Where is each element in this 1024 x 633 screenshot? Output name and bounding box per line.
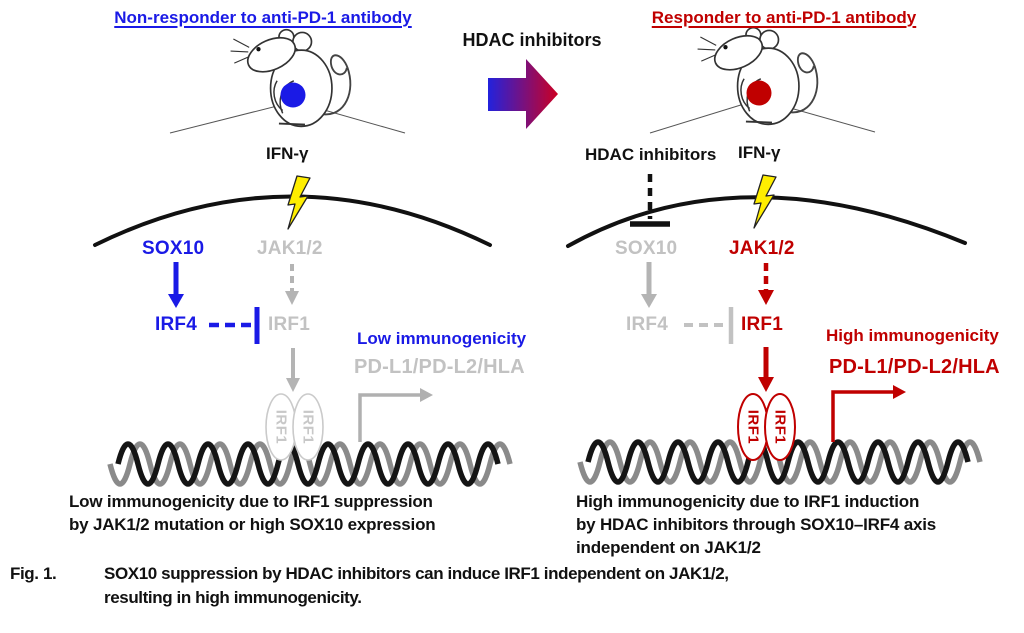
target-genes-label-right: PD-L1/PD-L2/HLA — [829, 356, 1000, 378]
panel-caption-right: High immunogenicity due to IRF1 inductio… — [576, 490, 936, 559]
hdac-treatment-arrow-icon — [488, 59, 558, 129]
irf1-dimer-right: IRF1 IRF1 — [737, 393, 796, 461]
immunogenicity-label-left: Low immunogenicity — [357, 329, 527, 348]
cell-membrane-right — [566, 195, 967, 248]
hdac-inhibitors-label-right: HDAC inhibitors — [585, 145, 717, 164]
mouse-icon-right — [696, 26, 819, 126]
irf4-inhibits-irf1-tbar-right — [684, 307, 734, 344]
left-panel-title: Non-responder to anti-PD-1 antibody — [114, 8, 412, 27]
jak-label-left: JAK1/2 — [257, 238, 323, 259]
irf4-label-right: IRF4 — [626, 314, 668, 335]
target-genes-label-left: PD-L1/PD-L2/HLA — [354, 356, 525, 378]
lightning-bolt-icon-right — [753, 174, 777, 229]
sox10-label-right: SOX10 — [615, 238, 678, 259]
panel-caption-left-line2: by JAK1/2 mutation or high SOX10 express… — [69, 515, 436, 534]
sox10-to-irf4-arrow-left — [168, 262, 184, 308]
transcription-arrow-right — [831, 385, 906, 442]
panel-caption-right-line1: High immunogenicity due to IRF1 inductio… — [576, 492, 920, 511]
sox10-label-left: SOX10 — [142, 238, 205, 259]
dna-helix-left — [107, 441, 513, 487]
irf1-oval-label: IRF1 — [300, 410, 317, 445]
jak-to-irf1-arrow-left — [285, 264, 299, 305]
ifn-gamma-label-right: IFN-γ — [738, 143, 781, 162]
dna-helix-right — [577, 439, 983, 485]
irf1-dimer-left: IRF1 IRF1 — [265, 393, 324, 461]
sox10-to-irf4-arrow-right — [641, 262, 657, 308]
irf1-oval-label: IRF1 — [745, 410, 762, 445]
irf1-label-left: IRF1 — [268, 314, 310, 335]
irf1-label-right: IRF1 — [741, 314, 783, 335]
panel-caption-right-line2: by HDAC inhibitors through SOX10–IRF4 ax… — [576, 515, 936, 534]
figure-number-label: Fig. 1. — [10, 564, 57, 583]
irf4-inhibits-irf1-tbar-left — [209, 307, 260, 344]
transcription-arrow-left — [358, 388, 433, 442]
panel-caption-left: Low immunogenicity due to IRF1 suppressi… — [69, 490, 436, 536]
irf1-oval-label: IRF1 — [273, 410, 290, 445]
immunogenicity-label-right: High immunogenicity — [826, 326, 999, 345]
jak-label-right: JAK1/2 — [729, 238, 795, 259]
tumor-blue-icon — [280, 82, 306, 108]
irf4-label-left: IRF4 — [155, 314, 197, 335]
panel-caption-right-line3: independent on JAK1/2 — [576, 538, 761, 557]
figure-caption: SOX10 suppression by HDAC inhibitors can… — [104, 562, 729, 610]
right-panel-title: Responder to anti-PD-1 antibody — [651, 8, 917, 27]
hdac-inhibition-tbar — [630, 174, 670, 227]
tumor-red-icon — [746, 80, 772, 106]
lightning-bolt-icon-left — [287, 175, 311, 230]
irf1-to-dna-arrow-left — [286, 348, 300, 392]
figure-caption-line1: SOX10 suppression by HDAC inhibitors can… — [104, 564, 729, 583]
jak-to-irf1-arrow-right — [758, 263, 774, 305]
irf1-to-dna-arrow-right — [758, 347, 774, 392]
irf1-oval-label: IRF1 — [772, 410, 789, 445]
ifn-gamma-label-left: IFN-γ — [266, 144, 309, 163]
panel-caption-left-line1: Low immunogenicity due to IRF1 suppressi… — [69, 492, 433, 511]
hdac-inhibitors-center-label: HDAC inhibitors — [462, 30, 602, 50]
figure-caption-line2: resulting in high immunogenicity. — [104, 588, 362, 607]
